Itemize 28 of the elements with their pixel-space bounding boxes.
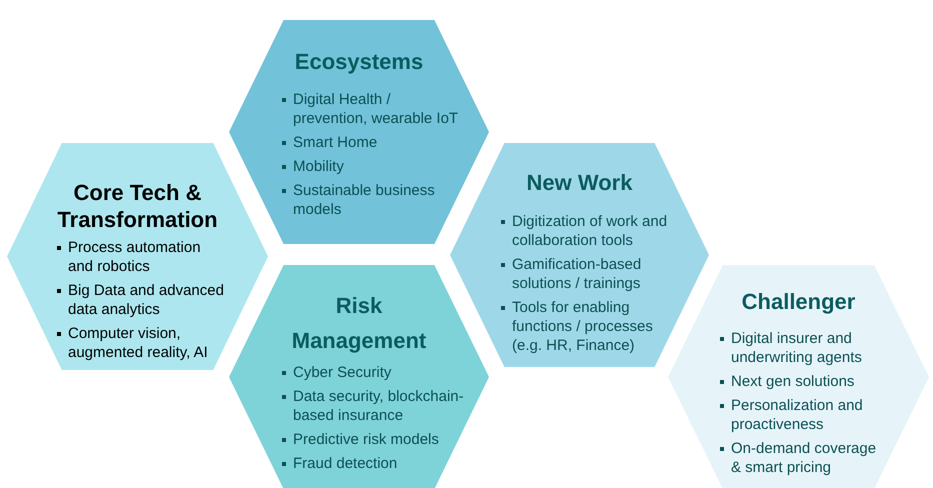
bullet-text: Personalization and proactiveness	[731, 396, 864, 434]
hexagon-panel	[7, 143, 268, 370]
bullet-text: Smart Home	[293, 133, 378, 152]
hexagon-panel	[229, 265, 489, 488]
bullet-text: Next gen solutions	[731, 372, 856, 391]
bullet-text: Data security, blockchain-based insurance	[293, 387, 465, 425]
bullet-text: Gamification-based solutions / trainings	[512, 255, 642, 293]
hexagon-title: Ecosystems	[294, 48, 424, 75]
hexagon-title: Core Tech & Transformation	[56, 179, 219, 233]
bullet-text: Predictive risk models	[293, 430, 440, 449]
bullet-text: Tools for enabling functions / processes (e.g. HR, Finance)	[512, 298, 654, 355]
bullet-text: Computer vision, augmented reality, AI	[68, 324, 209, 362]
bullet-text: Sustainable business models	[293, 181, 436, 219]
bullet-text: Process automation and robotics	[68, 238, 202, 276]
bullet-text: Cyber Security	[293, 363, 392, 382]
hexagon-panel	[229, 20, 489, 244]
bullet-text: Big Data and advanced data analytics	[68, 281, 225, 319]
bullet-text: On-demand coverage & smart pricing	[731, 439, 878, 477]
hexagon-title: Risk Management	[290, 292, 428, 355]
bullet-text: Digital insurer and underwriting agents	[731, 329, 863, 367]
bullet-text: Mobility	[293, 157, 345, 176]
hexagon-title: New Work	[526, 169, 634, 196]
hexagon-panel	[450, 143, 709, 367]
bullet-text: Digital Health / prevention, wearable IoT	[293, 90, 460, 128]
bullet-text: Digitization of work and collaboration tools	[512, 212, 668, 250]
hexagon-title: Challenger	[740, 288, 856, 315]
hexagon-panel	[668, 265, 929, 488]
bullet-text: Fraud detection	[293, 454, 398, 473]
